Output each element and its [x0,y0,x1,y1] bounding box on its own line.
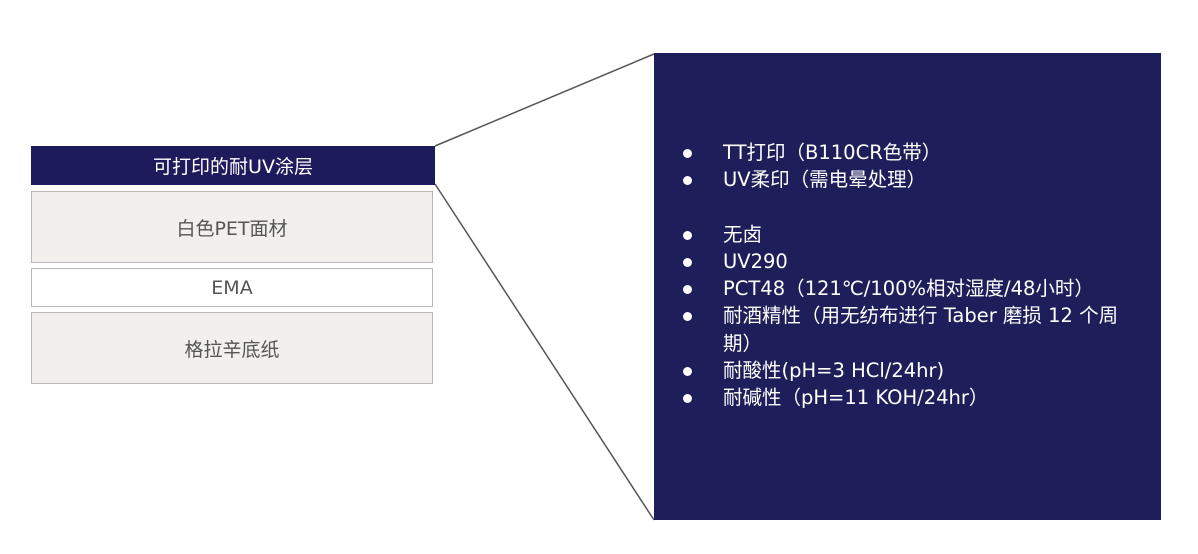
layer-white-pet: 白色PET面材 [31,191,433,263]
properties-list: 无卤 UV290 PCT48（121℃/100%相对湿度/48小时） 耐酒精性（… [654,221,1141,412]
layer-label: EMA [211,276,253,299]
list-item: 耐酸性(pH=3 HCl/24hr) [654,357,1141,384]
list-item: TT打印（B110CR色带） [654,139,1141,166]
layer-label: 格拉辛底纸 [184,338,280,361]
list-item: UV柔印（需电晕处理） [654,166,1141,193]
list-item: 无卤 [654,221,1141,248]
layer-label: 可打印的耐UV涂层 [153,156,313,178]
callout-line-top [434,53,655,147]
layer-glassine-liner: 格拉辛底纸 [31,312,433,384]
list-item: 耐碱性（pH=11 KOH/24hr） [654,384,1141,411]
layer-label: 白色PET面材 [176,217,288,240]
printing-list: TT打印（B110CR色带） UV柔印（需电晕处理） [654,139,1141,194]
layer-uv-coating: 可打印的耐UV涂层 [31,146,435,185]
callout-line-bottom [434,183,655,521]
detail-panel: TT打印（B110CR色带） UV柔印（需电晕处理） 无卤 UV290 PCT4… [654,53,1161,520]
list-item: 耐酒精性（用无纺布进行 Taber 磨损 12 个周期） [654,302,1141,357]
layer-ema: EMA [31,268,433,307]
list-item: UV290 [654,248,1141,275]
list-item: PCT48（121℃/100%相对湿度/48小时） [654,275,1141,302]
